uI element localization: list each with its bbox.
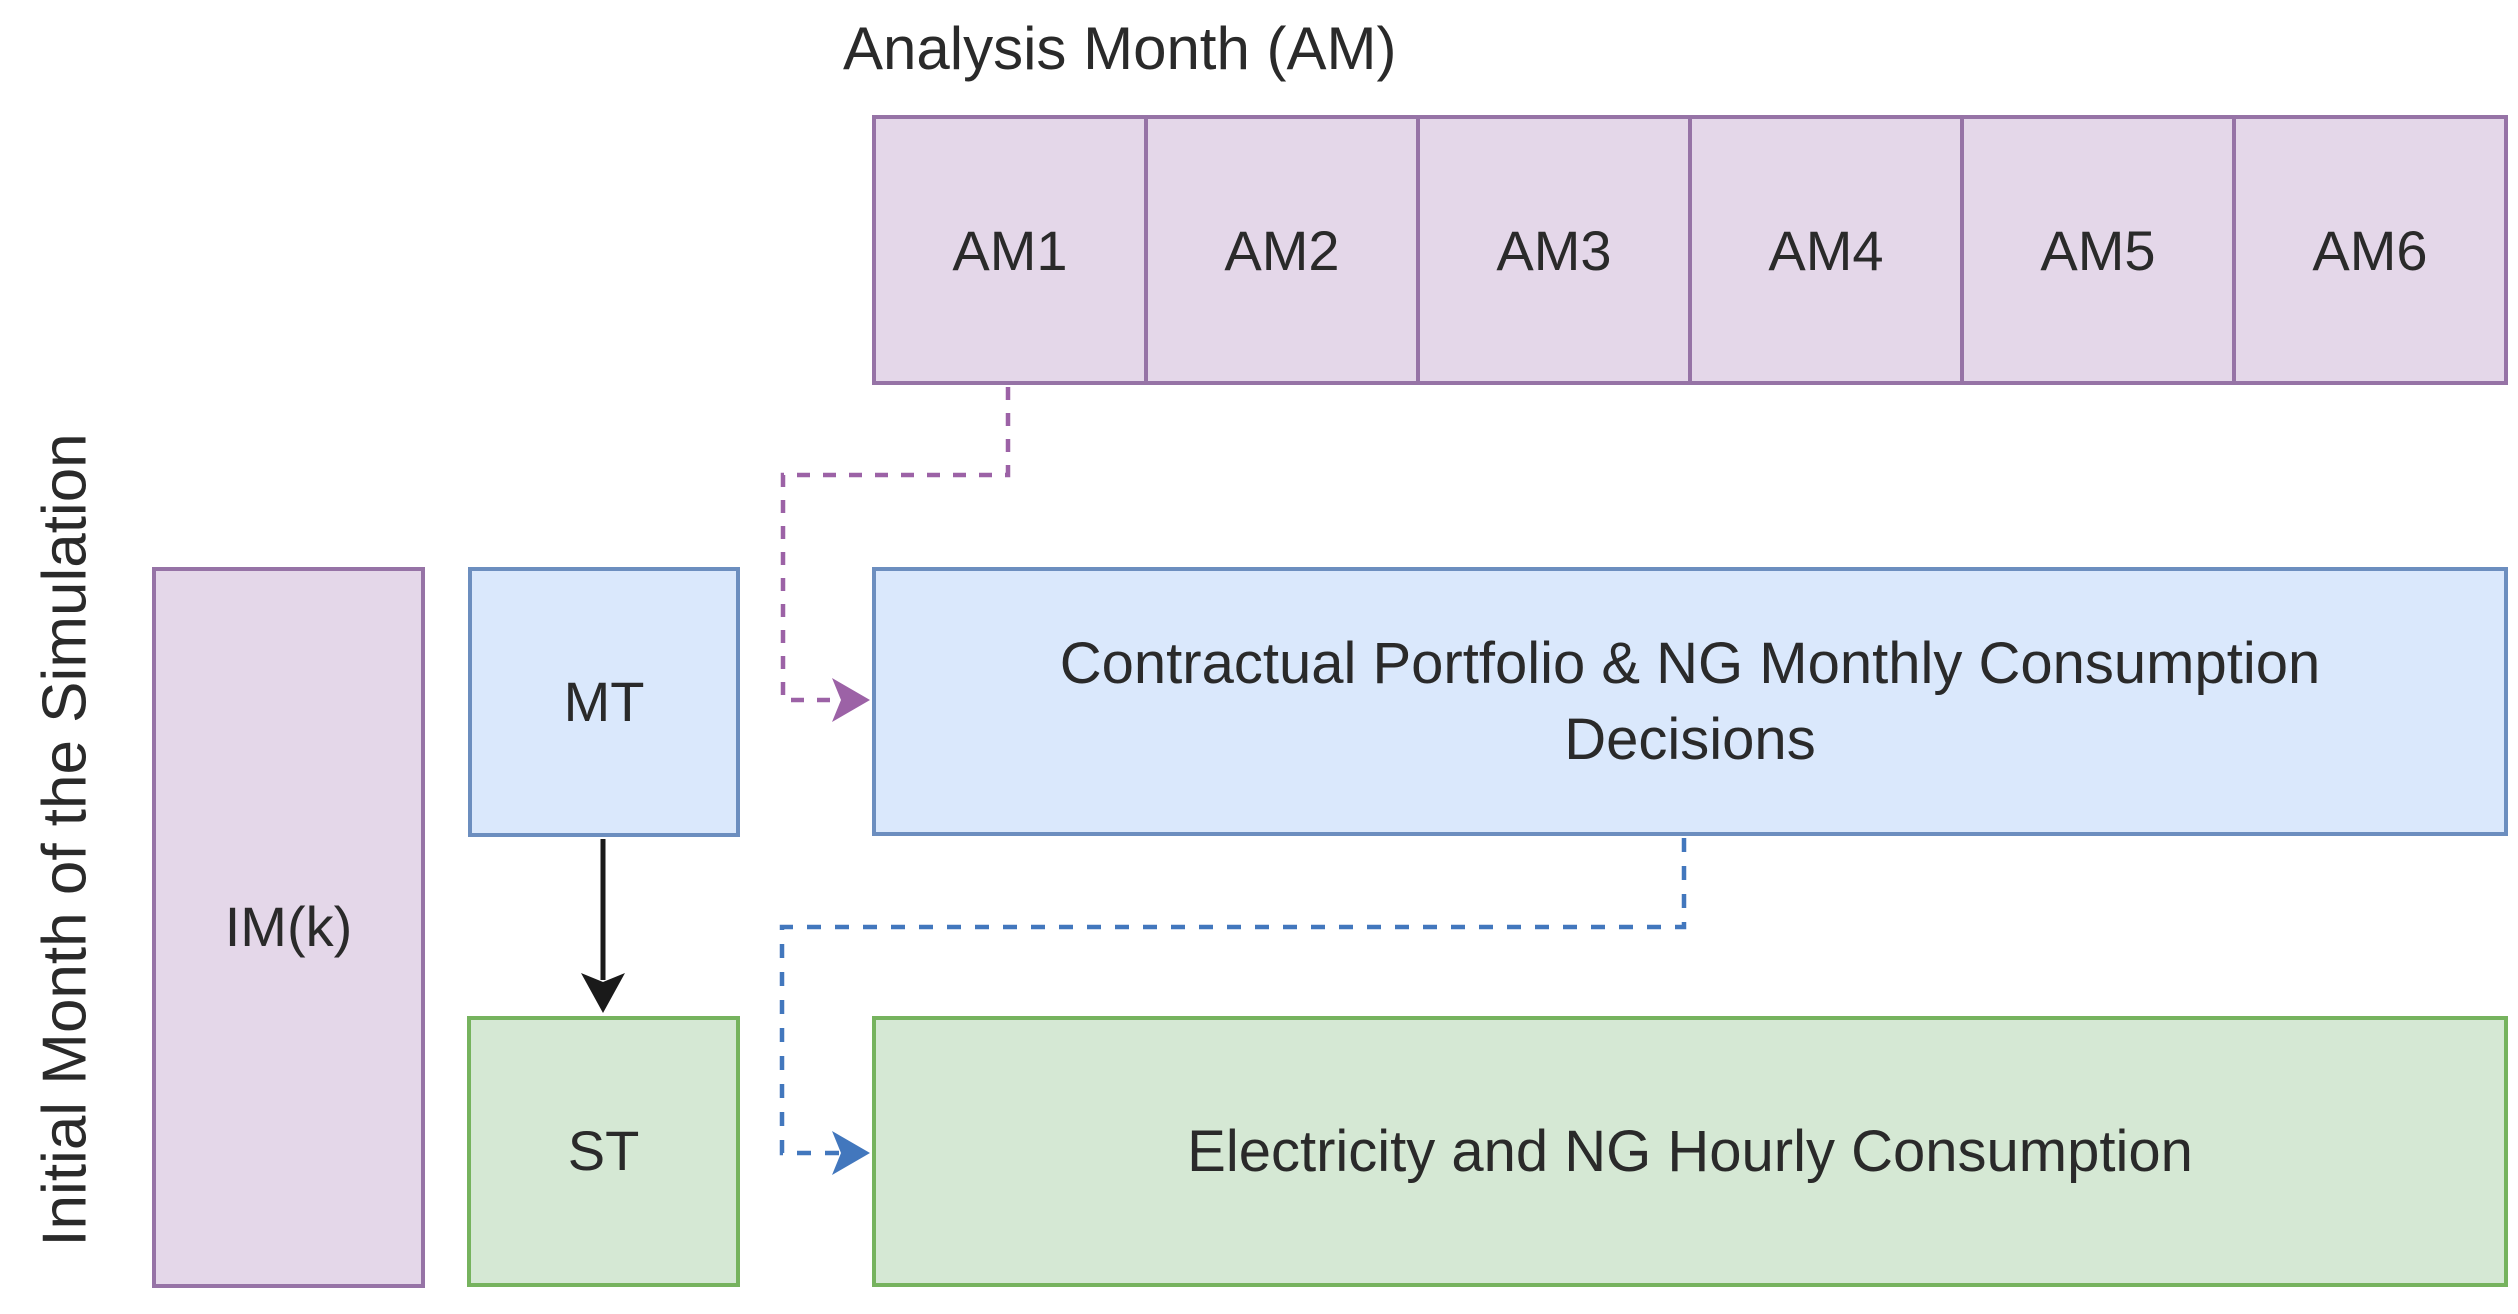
electricity-consumption-label: Electricity and NG Hourly Consumption xyxy=(1187,1118,2193,1184)
am-cell-1-label: AM1 xyxy=(952,218,1068,282)
mt-label: MT xyxy=(563,669,645,733)
contractual-portfolio-box: Contractual Portfolio & NG Monthly Consu… xyxy=(872,567,2508,836)
am-cell-4-label: AM4 xyxy=(1768,218,1884,282)
diagram-title: Analysis Month (AM) xyxy=(843,15,1397,82)
st-label: ST xyxy=(567,1119,640,1183)
mt-to-st-arrowhead xyxy=(581,973,625,1013)
mt-box: MT xyxy=(468,567,740,837)
im-k-label: IM(k) xyxy=(224,895,353,959)
am-cell-4: AM4 xyxy=(1688,115,1964,385)
initial-month-axis-label: Initial Month of the Simulation xyxy=(30,433,100,1247)
im-k-box: IM(k) xyxy=(152,567,425,1288)
analysis-month-row: AM1 AM2 AM3 AM4 AM5 AM6 xyxy=(872,115,2508,385)
am-cell-1: AM1 xyxy=(872,115,1148,385)
am-cell-2: AM2 xyxy=(1144,115,1420,385)
am-cell-5: AM5 xyxy=(1960,115,2236,385)
am-cell-6-label: AM6 xyxy=(2312,218,2428,282)
contractual-to-electricity-arrowhead xyxy=(832,1131,870,1175)
contractual-portfolio-label: Contractual Portfolio & NG Monthly Consu… xyxy=(1060,626,2320,777)
st-box: ST xyxy=(467,1016,740,1287)
am1-to-contractual-arrowhead xyxy=(832,678,870,722)
am-cell-3-label: AM3 xyxy=(1496,218,1612,282)
am-cell-6: AM6 xyxy=(2232,115,2508,385)
am-cell-2-label: AM2 xyxy=(1224,218,1340,282)
electricity-consumption-box: Electricity and NG Hourly Consumption xyxy=(872,1016,2508,1287)
am-cell-5-label: AM5 xyxy=(2040,218,2156,282)
contractual-line1: Contractual Portfolio & NG Monthly Consu… xyxy=(1059,631,2321,697)
am-cell-3: AM3 xyxy=(1416,115,1692,385)
contractual-line2: Decisions xyxy=(1564,706,1816,772)
